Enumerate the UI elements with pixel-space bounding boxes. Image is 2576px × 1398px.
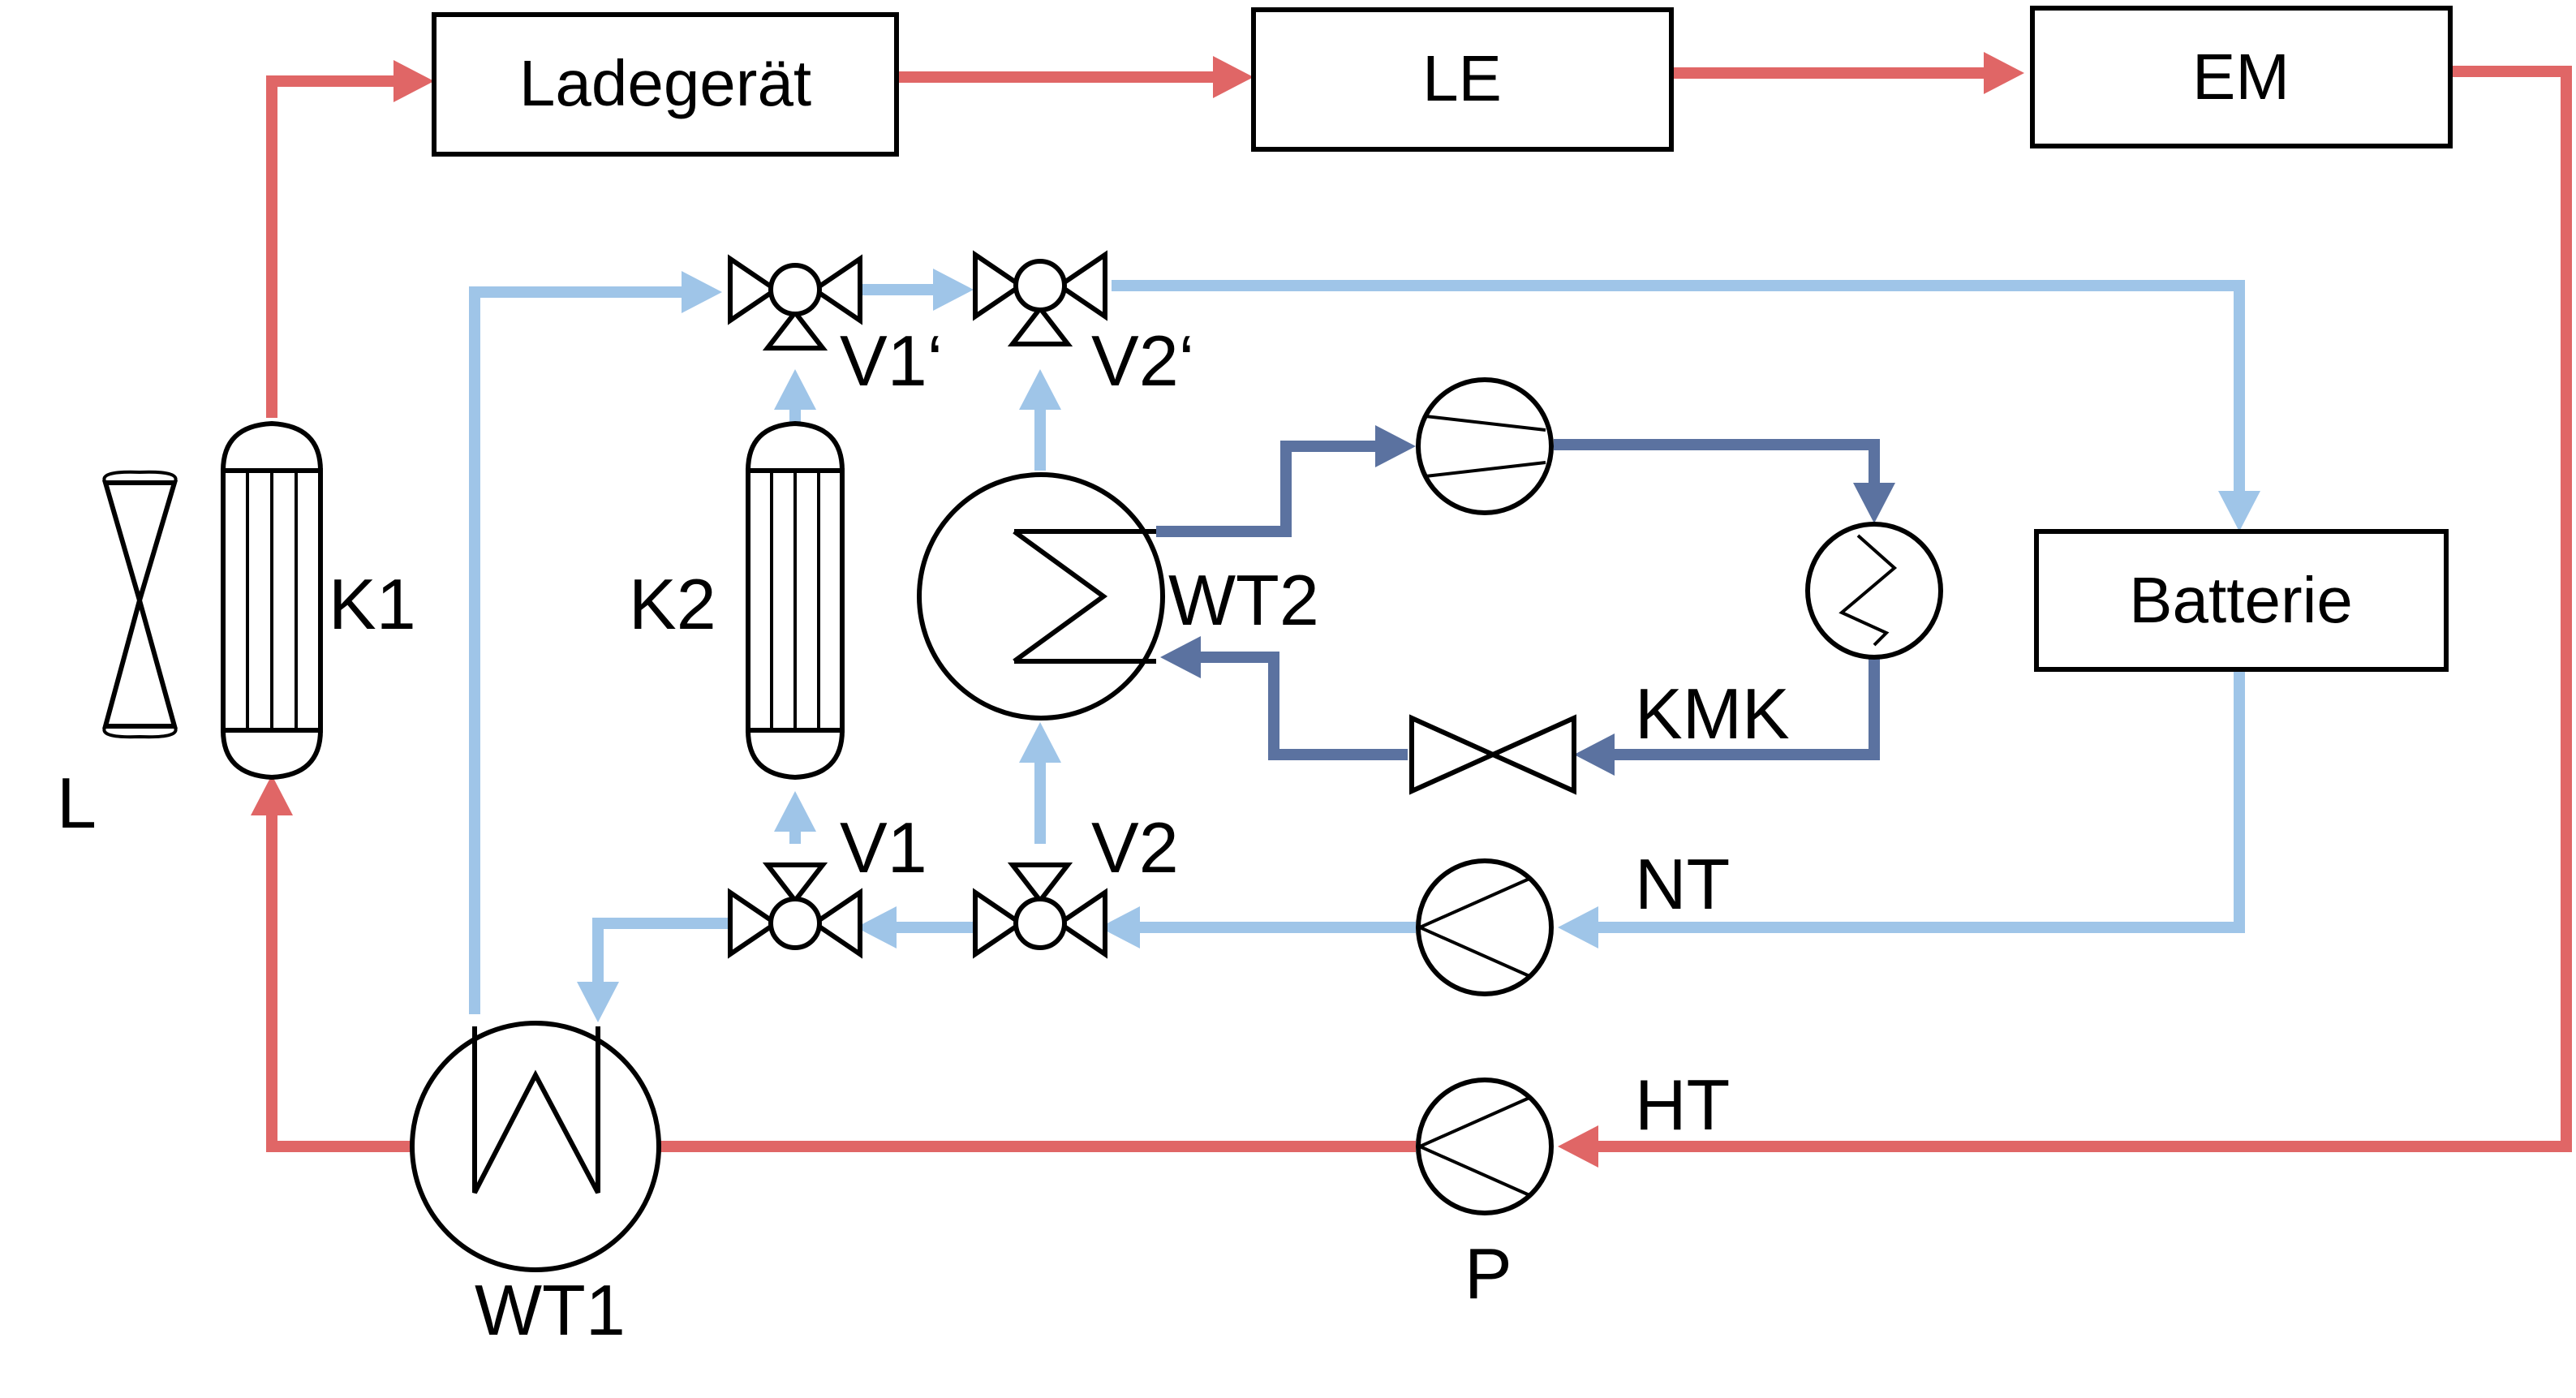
nt-pump-icon [1416, 858, 1554, 996]
battery-box: Batterie [2034, 529, 2449, 672]
valve-v2-prime-label: V2‘ [1091, 320, 1194, 401]
valve-v1-prime-label: V1‘ [840, 320, 943, 401]
heat-exchanger-wt2-label: WT2 [1168, 560, 1319, 640]
radiator-k2-label: K2 [629, 564, 716, 644]
ht-label: HT [1635, 1065, 1730, 1145]
charger-label: Ladegerät [519, 47, 811, 119]
valve-v1-label: V1 [840, 807, 927, 888]
fan-label: L [57, 763, 97, 843]
electric-motor-label: EM [2192, 41, 2290, 113]
nt-label: NT [1635, 844, 1730, 924]
ht-pump-icon [1416, 1078, 1554, 1215]
valve-v2-prime-icon [975, 255, 1105, 344]
compressor-icon [1416, 377, 1554, 515]
kmk-circuit [1156, 425, 1895, 776]
power-electronics-label: LE [1422, 42, 1502, 114]
heat-exchanger-wt2-icon [917, 472, 1165, 721]
charger-box: Ladegerät [432, 12, 899, 157]
radiator-k2-icon [745, 420, 845, 781]
electric-motor-box: EM [2030, 6, 2453, 148]
valve-v2-icon [975, 865, 1105, 954]
expansion-valve-icon [1409, 714, 1576, 795]
heat-exchanger-wt1-icon [410, 1021, 661, 1272]
pump-label: P [1464, 1233, 1512, 1314]
battery-label: Batterie [2129, 564, 2353, 636]
power-electronics-box: LE [1251, 7, 1674, 152]
radiator-k1-label: K1 [329, 564, 416, 644]
heat-exchanger-wt1-label: WT1 [475, 1270, 626, 1350]
kmk-label: KMK [1635, 673, 1790, 754]
valve-v2-label: V2 [1091, 807, 1179, 888]
ht-circuit [251, 52, 2572, 1168]
condenser-icon [1805, 522, 1943, 660]
nt-circuit [469, 269, 2260, 1022]
fan-icon [102, 470, 178, 739]
radiator-k1-icon [220, 420, 324, 781]
